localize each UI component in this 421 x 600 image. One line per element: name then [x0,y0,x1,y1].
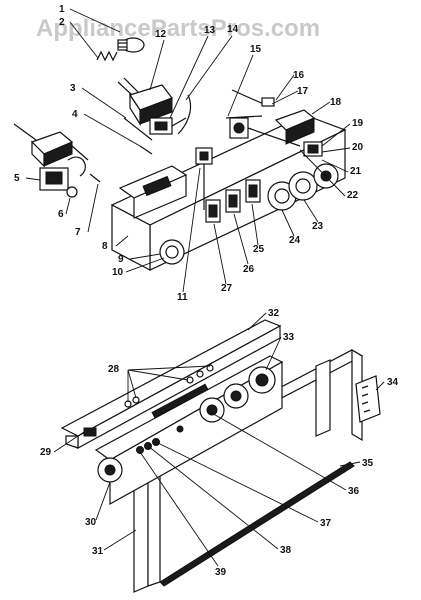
callout-7: 7 [75,227,81,238]
callout-31: 31 [92,546,104,557]
callout-26: 26 [243,264,255,275]
callout-4: 4 [72,109,78,120]
callout-28: 28 [108,364,120,375]
part-35-trim-strip [159,461,355,587]
callout-39: 39 [215,567,227,578]
part-34-bracket [355,375,381,423]
callout-35: 35 [362,458,374,469]
callout-5: 5 [14,173,20,184]
part-12-terminal-block [117,77,173,127]
callout-19: 19 [352,118,364,129]
callout-23: 23 [312,221,324,232]
callout-18: 18 [330,97,342,108]
callout-33: 33 [283,332,295,343]
part-18-terminal-block [274,109,316,145]
lower-leader-lines [53,312,385,567]
callout-30: 30 [85,517,97,528]
callout-17: 17 [297,86,309,97]
callout-20: 20 [352,142,364,153]
part-14-wire [177,94,192,135]
part-6-knob [66,186,78,198]
callout-8: 8 [102,241,108,252]
callout-36: 36 [348,486,360,497]
part-13-switch [149,117,187,135]
part-5-thermostat [39,156,86,191]
callout-34: 34 [387,377,399,388]
callout-22: 22 [347,190,359,201]
callout-27: 27 [221,283,233,294]
part-2-spring [96,50,118,62]
upper-control-panel [110,114,347,271]
part-3-probe [123,117,153,141]
part-20-21-22-bracket [303,141,323,157]
callout-13: 13 [204,25,216,36]
callout-24: 24 [289,235,301,246]
lower-control-panel [60,319,284,506]
part-left-terminal-block [13,123,89,168]
callout-11: 11 [177,292,188,303]
part-4-probe-tip [139,145,153,155]
callout-14: 14 [227,24,239,35]
callout-9: 9 [118,254,124,265]
callout-38: 38 [280,545,292,556]
callout-15: 15 [250,44,262,55]
upper-leader-lines [25,8,351,293]
callout-21: 21 [350,166,362,177]
part-7-sensor [89,173,101,183]
part-1-bulb [117,37,145,53]
callout-32: 32 [268,308,280,319]
callout-3: 3 [70,83,76,94]
callout-2: 2 [59,17,65,28]
callout-1: 1 [59,4,65,15]
callout-29: 29 [40,447,52,458]
part-15-motor [229,117,301,147]
callout-25: 25 [253,244,265,255]
callout-16: 16 [293,70,305,81]
callout-12: 12 [155,29,167,40]
callout-37: 37 [320,518,332,529]
callout-6: 6 [58,209,64,220]
callout-10: 10 [112,267,124,278]
part-11-rod [195,147,213,210]
watermark: AppliancePartsPros.com [36,15,320,42]
